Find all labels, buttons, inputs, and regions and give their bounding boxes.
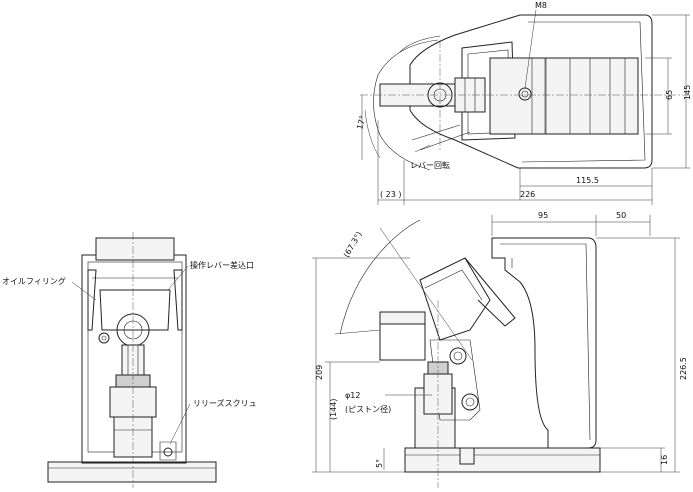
side-view: (67.3°) 95 50 226.5 16 209 (144) φ12 (ピス… <box>312 211 688 488</box>
dim-226-5: 226.5 <box>679 357 688 380</box>
oil-filling-label: オイルフィリング <box>2 276 66 286</box>
front-view: オイルフィリング 操作レバー差込口 リリーズスクリュ <box>2 232 257 488</box>
dim-209: 209 <box>315 365 324 380</box>
lever-rotation-label: レバー回転 <box>410 161 450 170</box>
dim-50: 50 <box>616 211 626 220</box>
dim-17-deg: 17° <box>355 114 367 130</box>
dim-23: ( 23 ) <box>380 190 402 199</box>
piston-diameter-label: (ピストン径) <box>345 404 391 414</box>
dim-67-3: (67.3°) <box>342 230 364 259</box>
dim-phi-12: φ12 <box>345 391 360 400</box>
dim-16: 16 <box>660 455 669 465</box>
release-screw-label: リリーズスクリュ <box>193 398 257 408</box>
dim-115-5: 115.5 <box>576 176 599 185</box>
dim-5-deg: 5° <box>375 459 384 468</box>
top-view: M8 65 145 115.5 226 ( 23 ) <box>355 1 692 205</box>
lever-insert-label: 操作レバー差込口 <box>190 260 254 270</box>
bolt-label: M8 <box>535 1 547 10</box>
dim-226: 226 <box>520 190 535 199</box>
dim-95: 95 <box>538 211 548 220</box>
dim-145: 145 <box>683 85 692 100</box>
dim-144: (144) <box>329 398 338 420</box>
dim-65: 65 <box>665 90 674 100</box>
